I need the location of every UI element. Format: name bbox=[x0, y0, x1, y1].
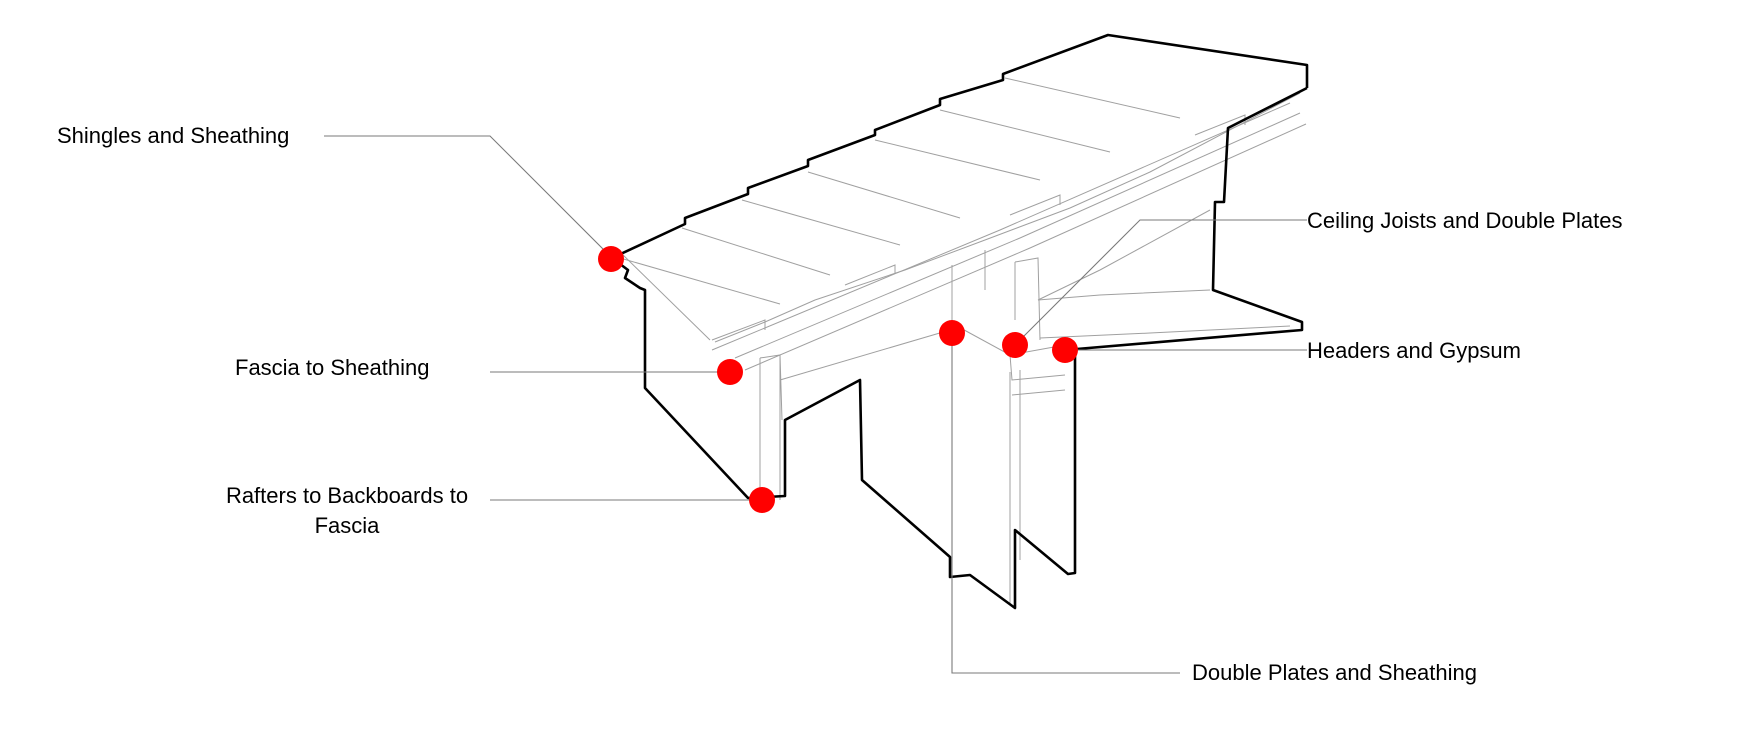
marker-double-plates[interactable] bbox=[939, 320, 965, 346]
leader-double-plates bbox=[951, 333, 1180, 674]
shingle-seam bbox=[1004, 77, 1181, 119]
ceiling-joist-slope bbox=[1037, 209, 1211, 301]
shingle-seam bbox=[874, 139, 1041, 181]
header-face bbox=[1009, 354, 1066, 381]
leader-shingles-sheathing bbox=[324, 135, 613, 259]
label-headers-gypsum: Headers and Gypsum bbox=[1307, 338, 1521, 363]
labels: Shingles and Sheathing Fascia to Sheathi… bbox=[57, 123, 1623, 685]
sheathing-step bbox=[711, 319, 766, 341]
marker-headers-gypsum[interactable] bbox=[1052, 337, 1078, 363]
marker-ceiling-joists[interactable] bbox=[1002, 332, 1028, 358]
sheathing-step bbox=[1194, 114, 1246, 136]
label-double-plates: Double Plates and Sheathing bbox=[1192, 660, 1477, 685]
label-ceiling-joists: Ceiling Joists and Double Plates bbox=[1307, 208, 1623, 233]
plate-edge bbox=[779, 329, 951, 381]
label-rafters-line1: Rafters to Backboards to bbox=[226, 483, 468, 508]
sheathing-edge bbox=[714, 92, 1301, 343]
shingle-seam bbox=[681, 227, 831, 276]
shingle-seam bbox=[619, 257, 781, 305]
label-fascia-sheathing: Fascia to Sheathing bbox=[235, 355, 429, 380]
roof-edge bbox=[619, 251, 711, 341]
ceiling-joist-lower bbox=[1039, 325, 1291, 339]
leader-ceiling-joists bbox=[1014, 219, 1307, 346]
sheathing-step bbox=[1009, 194, 1061, 216]
right-eave-profile bbox=[1064, 86, 1308, 352]
shingle-seam bbox=[807, 171, 961, 219]
connection-markers bbox=[598, 246, 1078, 513]
sheathing-edge-lower bbox=[711, 102, 1291, 351]
marker-rafters-backboards[interactable] bbox=[749, 487, 775, 513]
detail-lines bbox=[619, 77, 1307, 605]
header-block bbox=[1014, 257, 1041, 341]
fascia-bottom bbox=[744, 123, 1307, 371]
fascia-top bbox=[734, 112, 1301, 359]
shingle-seam bbox=[741, 199, 901, 246]
marker-shingles-sheathing[interactable] bbox=[598, 246, 624, 272]
outline bbox=[611, 33, 1309, 610]
ceiling-joist bbox=[1037, 289, 1211, 301]
roof-profile bbox=[611, 33, 1309, 260]
shingle-seam bbox=[939, 109, 1111, 153]
sheathing-step bbox=[844, 264, 896, 286]
leader-lines bbox=[324, 135, 1307, 674]
header-bottom bbox=[1011, 389, 1066, 396]
left-eave-and-wall-profile bbox=[611, 256, 1077, 610]
label-rafters-line2: Fascia bbox=[315, 513, 381, 538]
label-shingles-sheathing: Shingles and Sheathing bbox=[57, 123, 289, 148]
marker-fascia-sheathing[interactable] bbox=[717, 359, 743, 385]
rafter-top bbox=[759, 354, 783, 421]
